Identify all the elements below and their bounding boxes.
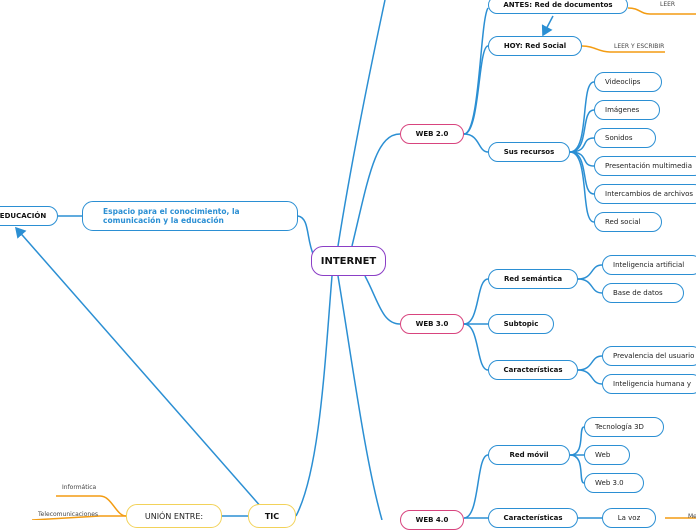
tic-node[interactable]: TIC — [248, 504, 296, 528]
base-de-datos-node[interactable]: Base de datos — [602, 283, 684, 303]
web-2-node[interactable]: WEB 2.0 — [400, 124, 464, 144]
recurso-imagenes[interactable]: Imágenes — [594, 100, 660, 120]
subtopic-node[interactable]: Subtopic — [488, 314, 554, 334]
la-voz-node[interactable]: La voz — [602, 508, 656, 528]
tecnologia-3d-node[interactable]: Tecnología 3D — [584, 417, 664, 437]
informatica-note: Informática — [62, 484, 97, 491]
union-entre-node[interactable]: UNIÓN ENTRE: — [126, 504, 222, 528]
antes-note: LEER — [660, 1, 676, 8]
inteligencia-humana-node[interactable]: Inteligencia humana y — [602, 374, 696, 394]
inteligencia-artificial-node[interactable]: Inteligencia artificial — [602, 255, 696, 275]
hoy-note: LEER Y ESCRIBIR — [614, 43, 665, 50]
internet-root-node[interactable]: INTERNET — [311, 246, 386, 276]
sus-recursos-node[interactable]: Sus recursos — [488, 142, 570, 162]
web-node[interactable]: Web — [584, 445, 630, 465]
recurso-presentacion-multimedia[interactable]: Presentación multimedia — [594, 156, 696, 176]
espacio-conocimiento-node[interactable]: Espacio para el conocimiento, la comunic… — [82, 201, 298, 231]
web-3-item-node[interactable]: Web 3.0 — [584, 473, 644, 493]
web4-note: Me — [688, 513, 696, 520]
recurso-sonidos[interactable]: Sonidos — [594, 128, 656, 148]
caracteristicas-web4-node[interactable]: Características — [488, 508, 578, 528]
web-3-node[interactable]: WEB 3.0 — [400, 314, 464, 334]
recurso-videoclips[interactable]: Videoclips — [594, 72, 662, 92]
espacio-conocimiento-text: Espacio para el conocimiento, la comunic… — [103, 207, 240, 225]
recurso-red-social[interactable]: Red social — [594, 212, 662, 232]
educacion-node[interactable]: EDUCACIÓN — [0, 206, 58, 226]
prevalencia-usuario-node[interactable]: Prevalencia del usuario — [602, 346, 696, 366]
antes-red-documentos-node[interactable]: ANTES: Red de documentos — [488, 0, 628, 14]
red-movil-node[interactable]: Red móvil — [488, 445, 570, 465]
hoy-red-social-node[interactable]: HOY: Red Social — [488, 36, 582, 56]
caracteristicas-web3-node[interactable]: Características — [488, 360, 578, 380]
recurso-intercambios-archivos[interactable]: Intercambios de archivos — [594, 184, 696, 204]
red-semantica-node[interactable]: Red semántica — [488, 269, 578, 289]
web-4-node[interactable]: WEB 4.0 — [400, 510, 464, 530]
telecomunicaciones-note: Telecomunicaciones — [38, 511, 99, 518]
